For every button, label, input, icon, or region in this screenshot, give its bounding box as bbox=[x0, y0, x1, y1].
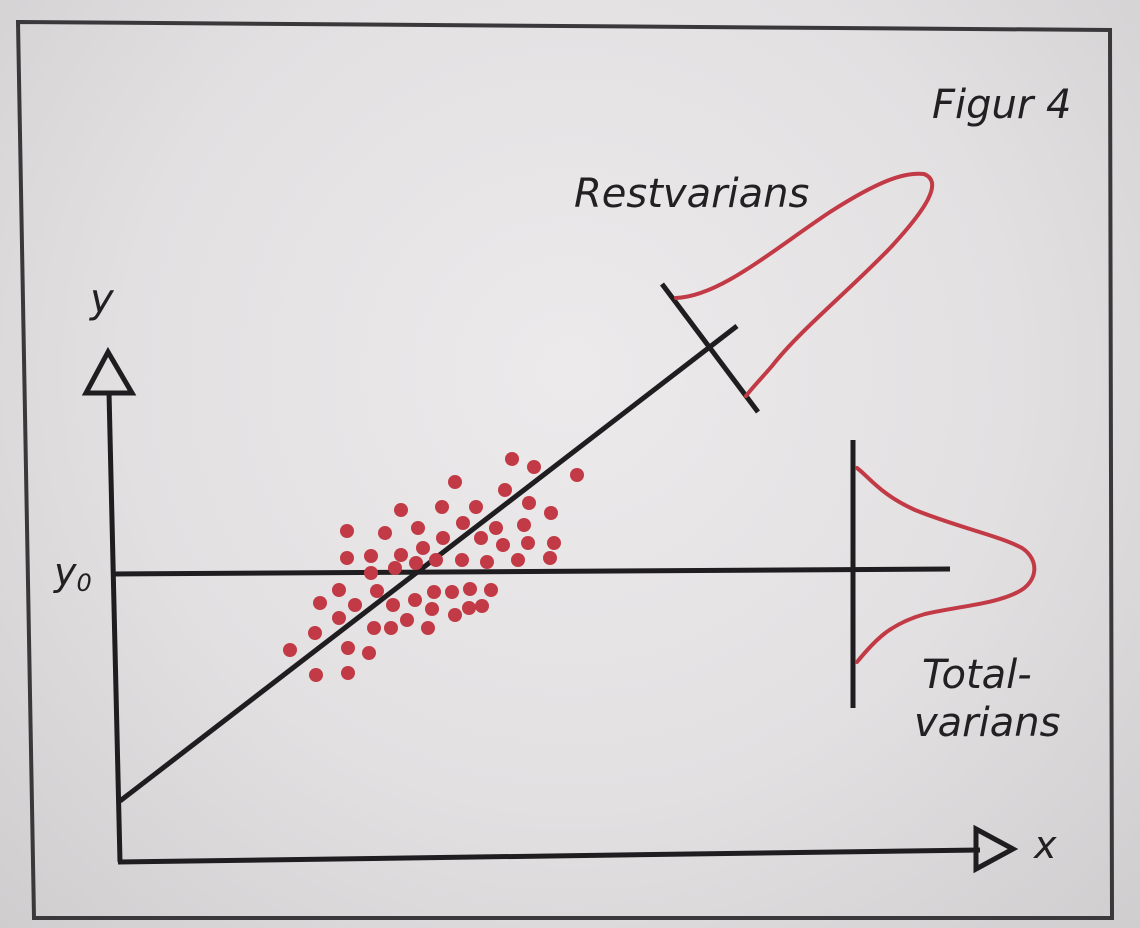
data-point bbox=[341, 666, 355, 680]
data-point bbox=[445, 585, 459, 599]
residual-variance-tick bbox=[660, 282, 760, 414]
data-point bbox=[283, 643, 297, 657]
data-point bbox=[475, 599, 489, 613]
x-axis-label: x bbox=[1033, 823, 1057, 867]
y-axis-arrowhead bbox=[81, 346, 137, 396]
data-point bbox=[469, 500, 483, 514]
data-point bbox=[436, 531, 450, 545]
total-variance-label-line1: Total- bbox=[922, 652, 1032, 698]
data-point bbox=[517, 518, 531, 532]
data-point bbox=[332, 611, 346, 625]
data-point bbox=[505, 452, 519, 466]
data-point bbox=[421, 621, 435, 635]
residual-variance-curve bbox=[674, 171, 935, 398]
data-point bbox=[521, 536, 535, 550]
data-point bbox=[498, 483, 512, 497]
mean-line-y0 bbox=[113, 566, 951, 577]
data-point bbox=[340, 551, 354, 565]
data-point bbox=[489, 521, 503, 535]
y-axis-label: y bbox=[89, 276, 115, 322]
data-point bbox=[364, 549, 378, 563]
data-point bbox=[386, 598, 400, 612]
data-point bbox=[411, 521, 425, 535]
data-point bbox=[527, 460, 541, 474]
data-point bbox=[448, 608, 462, 622]
data-point bbox=[484, 583, 498, 597]
data-point bbox=[378, 526, 392, 540]
data-point bbox=[456, 516, 470, 530]
data-point bbox=[463, 582, 477, 596]
y0-label: y0 bbox=[53, 550, 92, 597]
residual-variance-label: Restvarians bbox=[574, 171, 809, 217]
data-point bbox=[394, 503, 408, 517]
data-point bbox=[547, 536, 561, 550]
data-point bbox=[435, 500, 449, 514]
data-point bbox=[332, 583, 346, 597]
data-point bbox=[348, 598, 362, 612]
y0-label-subscript: 0 bbox=[77, 569, 92, 597]
y-axis bbox=[106, 391, 123, 863]
x-axis bbox=[117, 847, 981, 865]
data-point bbox=[388, 561, 402, 575]
total-variance-curve bbox=[855, 466, 1037, 664]
data-point bbox=[429, 553, 443, 567]
data-point bbox=[341, 641, 355, 655]
data-point bbox=[409, 556, 423, 570]
data-point bbox=[496, 538, 510, 552]
y0-label-base: y bbox=[53, 550, 77, 594]
data-point bbox=[511, 553, 525, 567]
data-point bbox=[309, 668, 323, 682]
data-point bbox=[425, 602, 439, 616]
data-point bbox=[313, 596, 327, 610]
data-point bbox=[448, 475, 462, 489]
data-point bbox=[455, 553, 469, 567]
data-point bbox=[462, 601, 476, 615]
data-point bbox=[408, 593, 422, 607]
data-point bbox=[543, 551, 557, 565]
data-point bbox=[370, 584, 384, 598]
data-point bbox=[416, 541, 430, 555]
data-point bbox=[522, 496, 536, 510]
data-point bbox=[570, 468, 584, 482]
figure-frame bbox=[15, 19, 1115, 920]
data-point bbox=[384, 621, 398, 635]
data-point bbox=[340, 524, 354, 538]
data-point bbox=[480, 555, 494, 569]
data-point bbox=[474, 531, 488, 545]
figure-label: Figur 4 bbox=[932, 82, 1071, 128]
data-point bbox=[427, 585, 441, 599]
data-point bbox=[394, 548, 408, 562]
data-points bbox=[283, 452, 584, 682]
regression-line bbox=[118, 324, 739, 803]
total-variance-label-line2: varians bbox=[914, 700, 1060, 746]
data-point bbox=[308, 626, 322, 640]
x-axis-arrowhead bbox=[973, 824, 1019, 874]
data-point bbox=[362, 646, 376, 660]
data-point bbox=[364, 566, 378, 580]
data-point bbox=[544, 506, 558, 520]
data-point bbox=[367, 621, 381, 635]
data-point bbox=[400, 613, 414, 627]
